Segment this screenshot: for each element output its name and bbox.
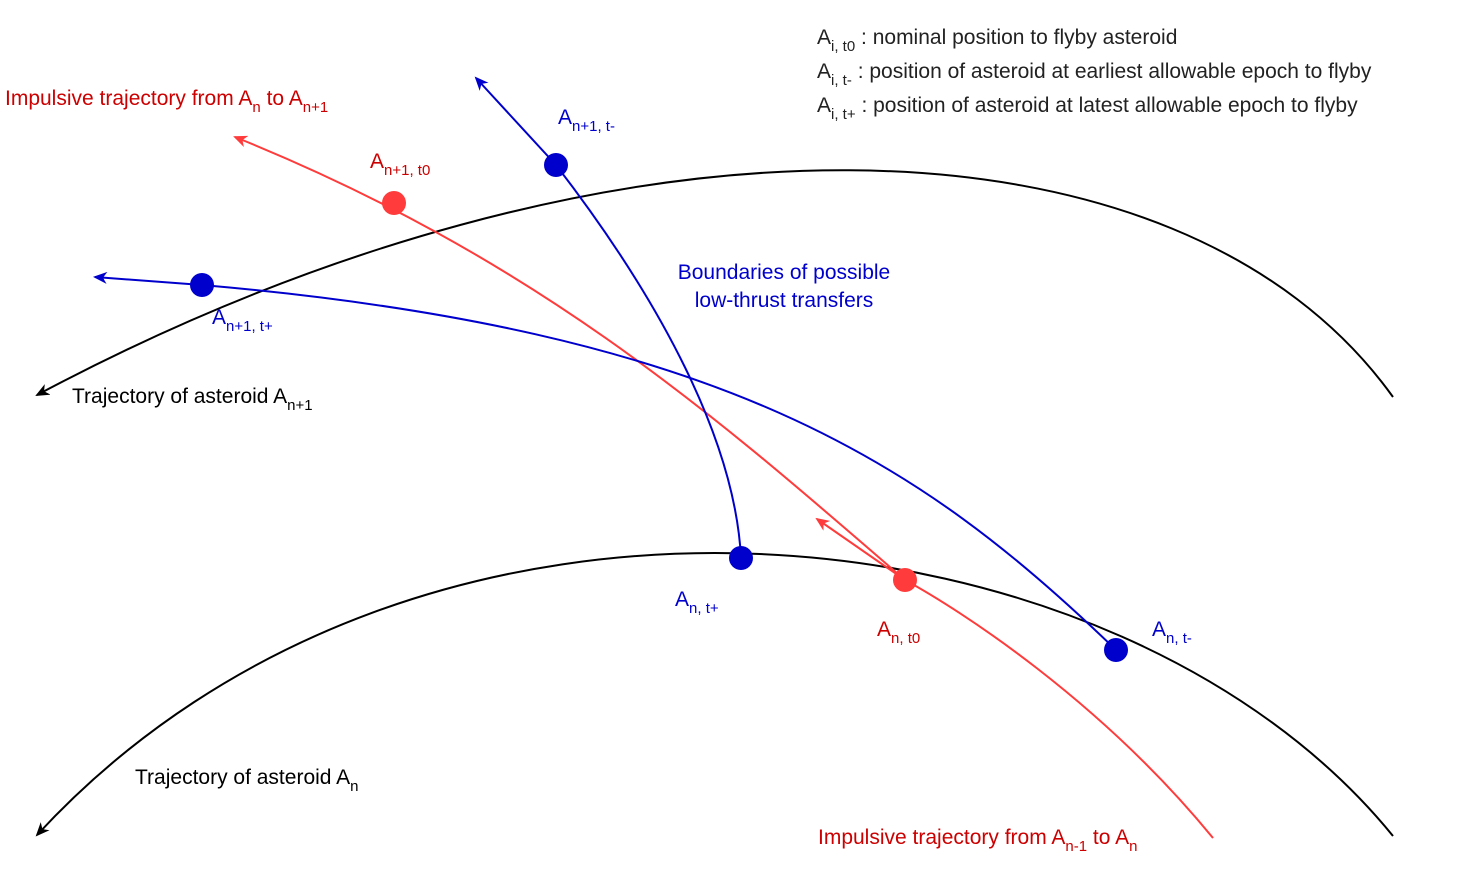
point-a-n-plus-1-t-minus [544, 153, 568, 177]
label-impulsive-top: Impulsive trajectory from An to An+1 [5, 87, 328, 116]
legend-t-minus: Ai, t- : position of asteroid at earlies… [817, 60, 1372, 89]
impulsive-trajectory-n-minus-1-to-n [815, 517, 1214, 839]
point-a-n-plus-1-t0 [382, 191, 406, 215]
impulsive-trajectory-n-to-n-plus-1 [233, 135, 906, 581]
label-a-n-plus-1-t-plus: An+1, t+ [212, 306, 273, 335]
label-a-n-t0: An, t0 [877, 618, 920, 647]
legend-t-plus: Ai, t+ : position of asteroid at latest … [817, 94, 1358, 123]
orbit-asteroid-n [35, 552, 1394, 837]
label-a-n-plus-1-t0: An+1, t0 [370, 150, 430, 179]
label-boundaries-line1: Boundaries of possible [678, 261, 890, 284]
label-impulsive-bottom: Impulsive trajectory from An-1 to An [818, 826, 1137, 855]
point-a-n-plus-1-t-plus [190, 273, 214, 297]
low-thrust-boundary-latest [474, 76, 742, 559]
orbit-asteroid-n-plus-1 [35, 169, 1394, 398]
low-thrust-boundary-earliest [93, 271, 1117, 651]
label-trajectory-n: Trajectory of asteroid An [135, 766, 359, 795]
legend: Ai, t0 : nominal position to flyby aster… [817, 26, 1372, 123]
label-a-n-t-minus: An, t- [1152, 618, 1192, 647]
label-a-n-t-plus: An, t+ [675, 588, 719, 617]
legend-t0: Ai, t0 : nominal position to flyby aster… [817, 26, 1177, 55]
point-a-n-t-plus [729, 546, 753, 570]
label-a-n-plus-1-t-minus: An+1, t- [558, 106, 615, 135]
point-a-n-t-minus [1104, 638, 1128, 662]
label-boundaries-line2: low-thrust transfers [695, 289, 874, 312]
point-a-n-t0 [893, 568, 917, 592]
label-trajectory-n-plus-1: Trajectory of asteroid An+1 [72, 385, 313, 414]
